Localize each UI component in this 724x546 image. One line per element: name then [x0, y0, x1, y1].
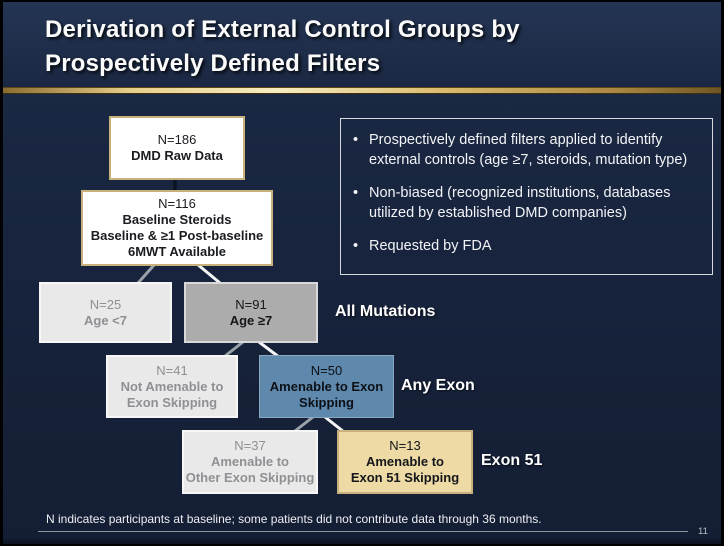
node-dmd-raw-data: N=186 DMD Raw Data [109, 116, 245, 180]
bullet-icon: • [353, 238, 359, 254]
connector-line [196, 262, 221, 285]
key-points-panel: • Prospectively defined filters applied … [340, 118, 713, 275]
key-point-text: Non-biased (recognized institutions, dat… [369, 185, 671, 221]
node-count: N=186 [157, 132, 197, 147]
node-count: N=37 [234, 438, 266, 453]
label-exon-51: Exon 51 [481, 452, 543, 469]
label-any-exon: Any Exon [401, 377, 475, 394]
node-count: N=25 [89, 296, 122, 312]
bottom-edge-shade [3, 537, 721, 544]
title-divider-bar [3, 87, 721, 94]
key-point-item: • Requested by FDA [353, 236, 700, 256]
connector-line [136, 262, 157, 285]
node-baseline-steroids: N=116 Baseline Steroids Baseline & ≥1 Po… [81, 190, 273, 266]
node-count: N=116 [158, 196, 196, 211]
footer-note: N indicates participants at baseline; so… [46, 512, 542, 526]
node-label: 6MWT Available [127, 244, 226, 259]
node-label: Amenable to [365, 454, 444, 469]
bullet-icon: • [353, 132, 359, 148]
node-amenable-exon-skipping: N=50 Amenable to Exon Skipping [259, 355, 394, 418]
node-label: Baseline Steroids [122, 212, 232, 227]
node-amenable-exon-51-skipping: N=13 Amenable to Exon 51 Skipping [337, 430, 473, 494]
node-age-under-7: N=25 Age <7 [39, 282, 172, 343]
slide-title: Derivation of External Control Groups by… [45, 13, 705, 81]
node-label: Age ≥7 [229, 312, 273, 328]
connector-line [294, 415, 314, 433]
node-label: Exon 51 Skipping [350, 470, 460, 485]
node-label: Not Amenable to [120, 378, 224, 394]
node-label: Skipping [299, 394, 354, 410]
label-all-mutations: All Mutations [335, 303, 436, 320]
node-label: Exon Skipping [126, 394, 218, 410]
node-count: N=91 [235, 296, 267, 312]
node-label: Age <7 [84, 312, 127, 328]
slide-title-line2: Prospectively Defined Filters [45, 50, 381, 77]
page-number: 11 [698, 526, 708, 537]
node-label: DMD Raw Data [131, 148, 223, 163]
node-count: N=50 [310, 362, 343, 378]
node-age-7-plus: N=91 Age ≥7 [184, 282, 318, 343]
node-label: Amenable to Exon [269, 378, 384, 394]
key-point-item: • Non-biased (recognized institutions, d… [353, 183, 700, 223]
node-label: Other Exon Skipping [185, 470, 315, 485]
key-point-item: • Prospectively defined filters applied … [353, 130, 700, 170]
key-point-text: Requested by FDA [369, 238, 492, 254]
node-count: N=41 [156, 362, 188, 378]
connector-line [224, 340, 244, 358]
slide-title-line1: Derivation of External Control Groups by [45, 16, 520, 43]
node-not-amenable-exon-skipping: N=41 Not Amenable to Exon Skipping [106, 355, 238, 418]
node-amenable-other-exon-skipping: N=37 Amenable to Other Exon Skipping [182, 430, 318, 494]
bullet-icon: • [353, 185, 359, 201]
footer-divider [38, 531, 688, 532]
node-label: Baseline & ≥1 Post-baseline [90, 228, 264, 243]
key-point-text: Prospectively defined filters applied to… [369, 132, 688, 168]
node-count: N=13 [389, 438, 421, 453]
node-label: Amenable to [210, 454, 289, 469]
